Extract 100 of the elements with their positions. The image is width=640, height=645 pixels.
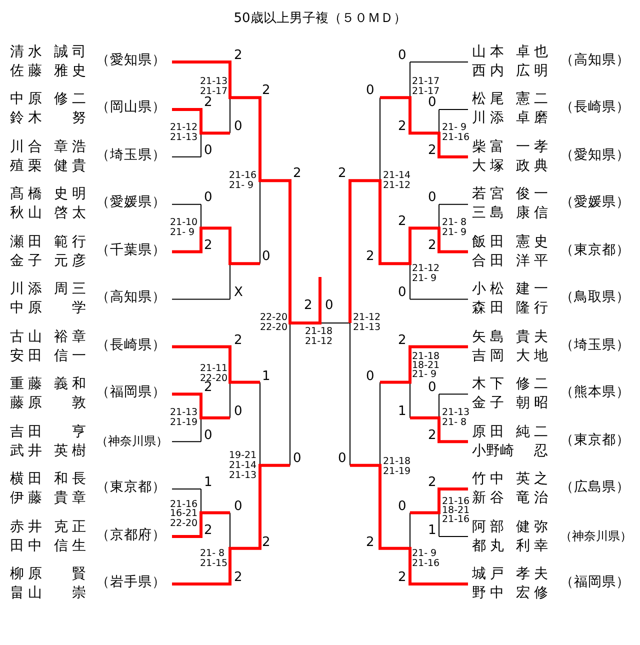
match-score: 2 (398, 570, 406, 584)
player-name: 矢島 貴夫 (472, 330, 548, 344)
game-score: 21-17 (200, 87, 228, 96)
game-score: 22-20 (260, 323, 288, 332)
prefecture-name: （埼玉県） (560, 338, 626, 352)
match-score: 0 (325, 299, 334, 312)
player-name: 竹中 英之 (472, 472, 548, 486)
match-score: 0 (398, 286, 406, 300)
prefecture-name: （長崎県） (560, 101, 626, 115)
player-name: 川合 章浩 (10, 140, 86, 154)
player-name: 鈴木 努 (10, 111, 86, 126)
match-score: 0 (428, 191, 436, 204)
match-score: 0 (262, 250, 270, 263)
game-score: 21- 9 (412, 274, 437, 284)
prefecture-name: （神奈川県） (560, 530, 626, 542)
prefecture-name: （愛媛県） (96, 196, 162, 210)
player-name: 中原 学 (10, 301, 86, 316)
player-name: 武井 英樹 (10, 444, 86, 458)
match-score: 2 (234, 570, 242, 584)
game-score: 21-13 (170, 408, 198, 418)
game-score: 21- 8 (442, 418, 467, 428)
game-score: 21-16 (442, 133, 470, 142)
player-name: 重藤 義和 (10, 377, 86, 392)
match-score: 0 (204, 144, 212, 157)
prefecture-name: （東京都） (96, 481, 162, 495)
player-name: 殖栗 健貴 (10, 158, 86, 173)
match-score: 0 (234, 120, 242, 133)
match-score: 2 (204, 238, 212, 252)
match-score: 1 (204, 476, 212, 490)
player-name: 城戸 孝夫 (472, 566, 548, 581)
player-name: 金子 元彦 (10, 254, 86, 268)
match-score: 1 (428, 524, 436, 536)
player-name: 瀬田 範行 (10, 234, 86, 249)
match-score: 2 (234, 49, 242, 62)
match-score: 0 (204, 428, 212, 442)
player-name: 吉岡 大地 (472, 348, 548, 363)
game-score: 21-18 (383, 457, 411, 466)
player-name: 金子 朝昭 (472, 396, 548, 410)
player-name: 山本 卓也 (472, 45, 548, 59)
match-score: 0 (398, 500, 406, 513)
player-name: 阿部 健弥 (472, 520, 548, 534)
prefecture-name: （福岡県） (560, 576, 626, 590)
game-score: 21-14 (229, 461, 257, 470)
prefecture-name: （岡山県） (96, 101, 162, 115)
game-score: 21-14 (383, 171, 411, 180)
game-score: 21-11 (200, 364, 228, 374)
game-score: 21-16 (229, 171, 257, 180)
prefecture-name: （福岡県） (96, 386, 162, 400)
player-name: 古山 裕章 (10, 330, 86, 344)
match-score: 1 (262, 370, 270, 383)
match-score: 2 (398, 334, 406, 347)
game-score: 21-12 (305, 337, 333, 346)
match-score: 2 (428, 144, 436, 157)
prefecture-name: （高知県） (96, 291, 162, 305)
player-name: 木下 修二 (472, 377, 548, 392)
game-score: 21-13 (170, 133, 198, 142)
game-score: 21-17 (412, 87, 440, 96)
player-name: 赤井 克正 (10, 520, 86, 534)
match-score: 0 (398, 49, 406, 62)
player-name: 伊藤 貴章 (10, 491, 86, 506)
match-score: 0 (234, 500, 242, 513)
match-score: 0 (366, 84, 374, 97)
match-score: 0 (428, 96, 436, 110)
game-score: 18-21 (412, 361, 440, 370)
prefecture-name: （京都府） (96, 528, 162, 542)
prefecture-name: （神奈川県） (96, 434, 162, 447)
game-score: 21-12 (383, 181, 411, 190)
match-score: 0 (204, 191, 212, 204)
game-score: 22-20 (170, 519, 198, 528)
prefecture-name: （長崎県） (96, 338, 162, 352)
game-score: 21-10 (170, 218, 198, 228)
game-score: 21- 8 (200, 549, 225, 558)
game-score: 21-16 (442, 515, 470, 524)
player-name: 横田 和長 (10, 472, 86, 486)
player-name: 佐藤 雅史 (10, 64, 86, 78)
match-score: 2 (428, 428, 436, 442)
game-score: 21- 8 (442, 218, 467, 228)
player-name: 清水 誠司 (10, 45, 86, 59)
match-score: 2 (338, 167, 346, 180)
prefecture-name: （熊本県） (560, 386, 626, 400)
game-score: 21-12 (170, 123, 198, 132)
match-score: 0 (234, 405, 242, 418)
prefecture-name: （岩手県） (96, 576, 162, 590)
prefecture-name: （愛媛県） (560, 196, 626, 210)
player-name: 川添 周三 (10, 282, 86, 296)
game-score: 21- 9 (412, 549, 437, 558)
prefecture-name: （広島県） (560, 481, 626, 495)
game-score: 21-12 (412, 264, 440, 274)
match-score: 2 (366, 536, 374, 549)
prefecture-name: （埼玉県） (96, 148, 162, 162)
player-name: 川添 卓磨 (472, 111, 548, 126)
player-name: 合田 洋平 (472, 254, 548, 268)
player-name: 中原 修二 (10, 92, 86, 106)
match-score: 0 (366, 370, 374, 383)
match-score: 2 (428, 476, 436, 490)
prefecture-name: （東京都） (560, 244, 626, 258)
game-score: 21-13 (353, 323, 381, 332)
player-name: 柴富 一孝 (472, 140, 548, 154)
player-name: 大塚 政典 (472, 158, 548, 173)
match-score: 2 (234, 334, 242, 347)
